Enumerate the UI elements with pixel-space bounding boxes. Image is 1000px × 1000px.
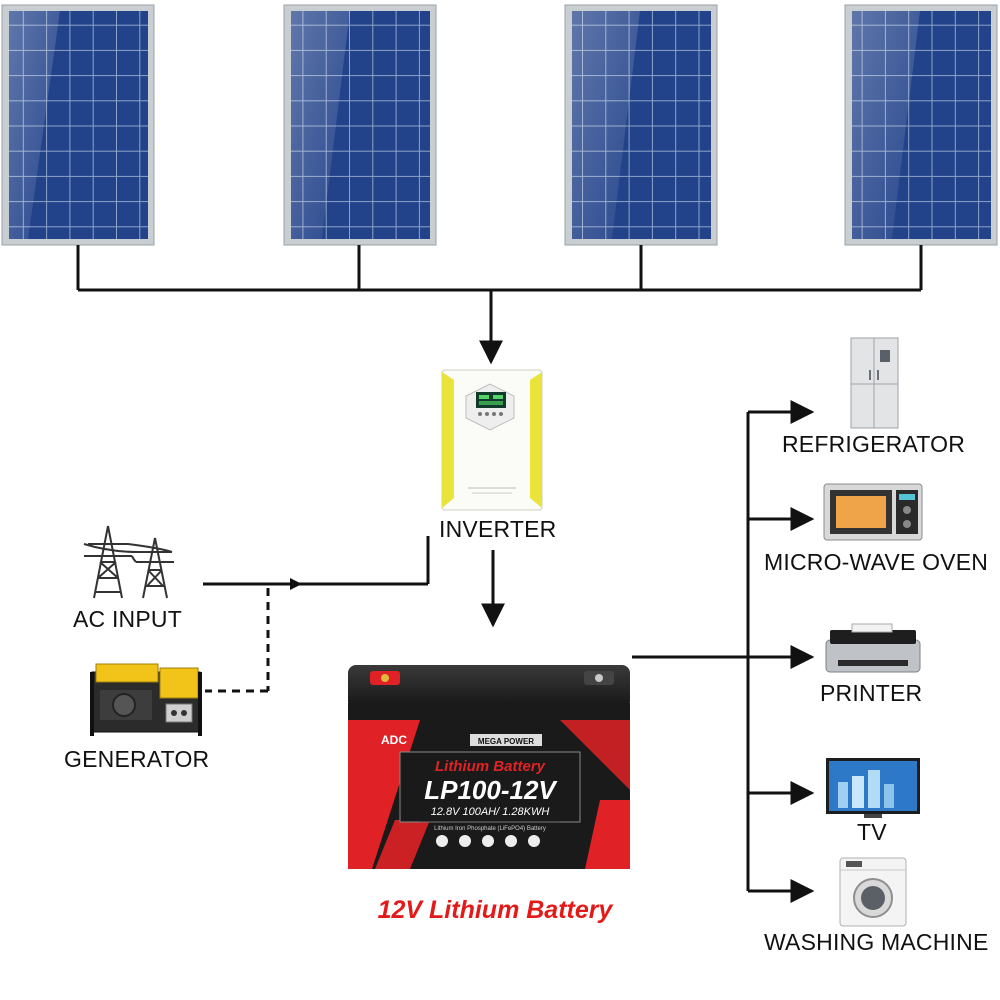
battery-chemistry: Lithium Iron Phosphate (LiFePO4) Battery [434,826,546,832]
generator-icon [90,663,202,736]
battery-type-text: Lithium Battery [435,758,546,775]
battery-icon [348,665,630,869]
panel-wiring [76,245,923,365]
washing-machine-icon [839,857,907,927]
solar-panel-icon [1,4,155,246]
solar-panel-icon [844,4,998,246]
ac-input-wiring [203,536,505,628]
printer-icon [825,623,921,673]
microwave-label: MICRO-WAVE OVEN [764,549,989,575]
battery-series: MEGA POWER [478,737,534,746]
battery-caption: 12V Lithium Battery [377,896,613,924]
battery-model: LP100-12V [424,775,558,805]
refrigerator-icon [850,337,899,429]
generator-wiring [205,588,270,693]
tv-icon [826,758,920,818]
washing-machine-label: WASHING MACHINE [764,929,989,955]
load-wiring [632,400,815,903]
tv-label: TV [857,819,887,845]
ac-input-label: AC INPUT [73,606,182,632]
solar-panel-icon [564,4,718,246]
printer-label: PRINTER [820,680,923,706]
battery-spec: 12.8V 100AH/ 1.28KWH [431,806,550,818]
inverter-icon [441,369,543,511]
battery-brand: ADC [381,733,407,747]
battery-feature-icons [436,835,540,847]
generator-label: GENERATOR [64,746,210,772]
microwave-icon [823,483,923,541]
inverter-label: INVERTER [439,516,557,542]
refrigerator-label: REFRIGERATOR [782,431,966,457]
solar-panel-icon [283,4,437,246]
power-tower-icon [83,525,174,599]
